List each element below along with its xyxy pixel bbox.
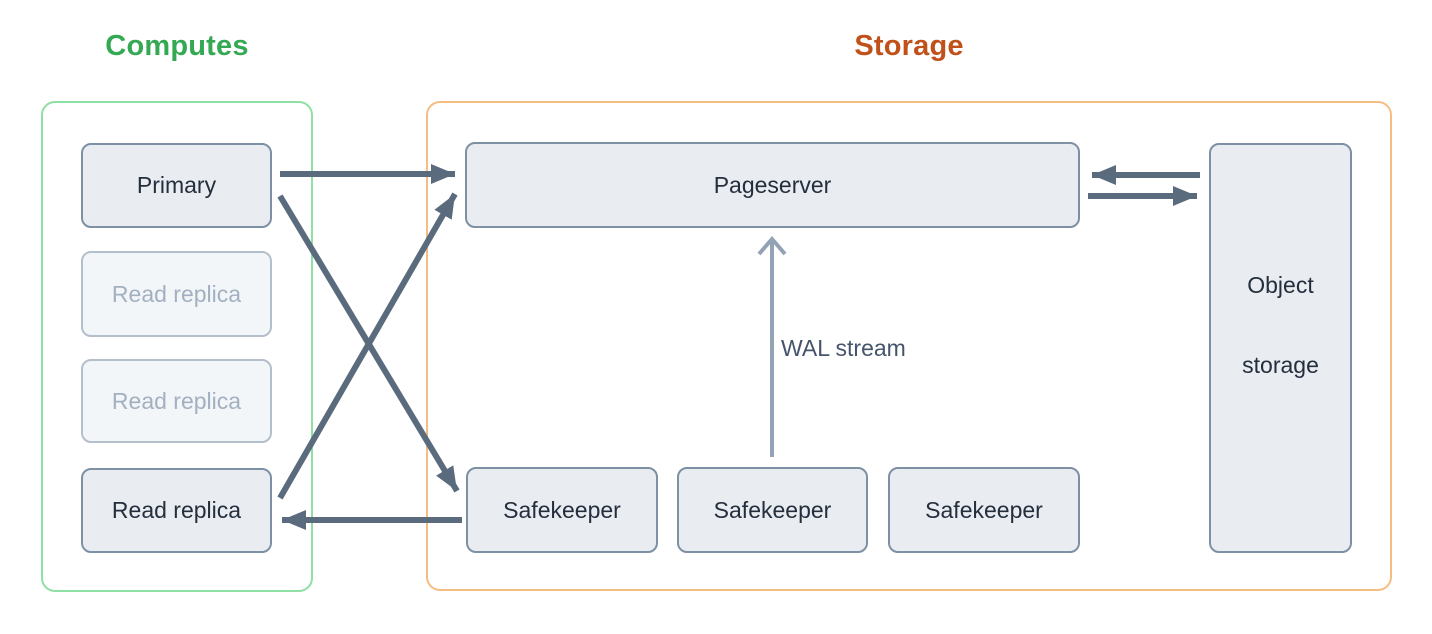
node-pageserver: Pageserver	[465, 142, 1080, 228]
wal-stream-label: WAL stream	[781, 335, 906, 361]
node-primary: Primary	[81, 143, 272, 228]
node-safekeeper-2: Safekeeper	[677, 467, 868, 553]
object-storage-label-line2: storage	[1242, 352, 1319, 378]
storage-group-title: Storage	[854, 30, 964, 62]
node-object-storage: Object storage	[1209, 143, 1352, 553]
object-storage-label-line1: Object	[1247, 272, 1314, 298]
computes-group-title: Computes	[105, 30, 249, 62]
node-safekeeper-1: Safekeeper	[466, 467, 658, 553]
node-read-replica-3: Read replica	[81, 468, 272, 553]
node-safekeeper-3: Safekeeper	[888, 467, 1080, 553]
node-read-replica-1: Read replica	[81, 251, 272, 337]
node-read-replica-2: Read replica	[81, 359, 272, 443]
